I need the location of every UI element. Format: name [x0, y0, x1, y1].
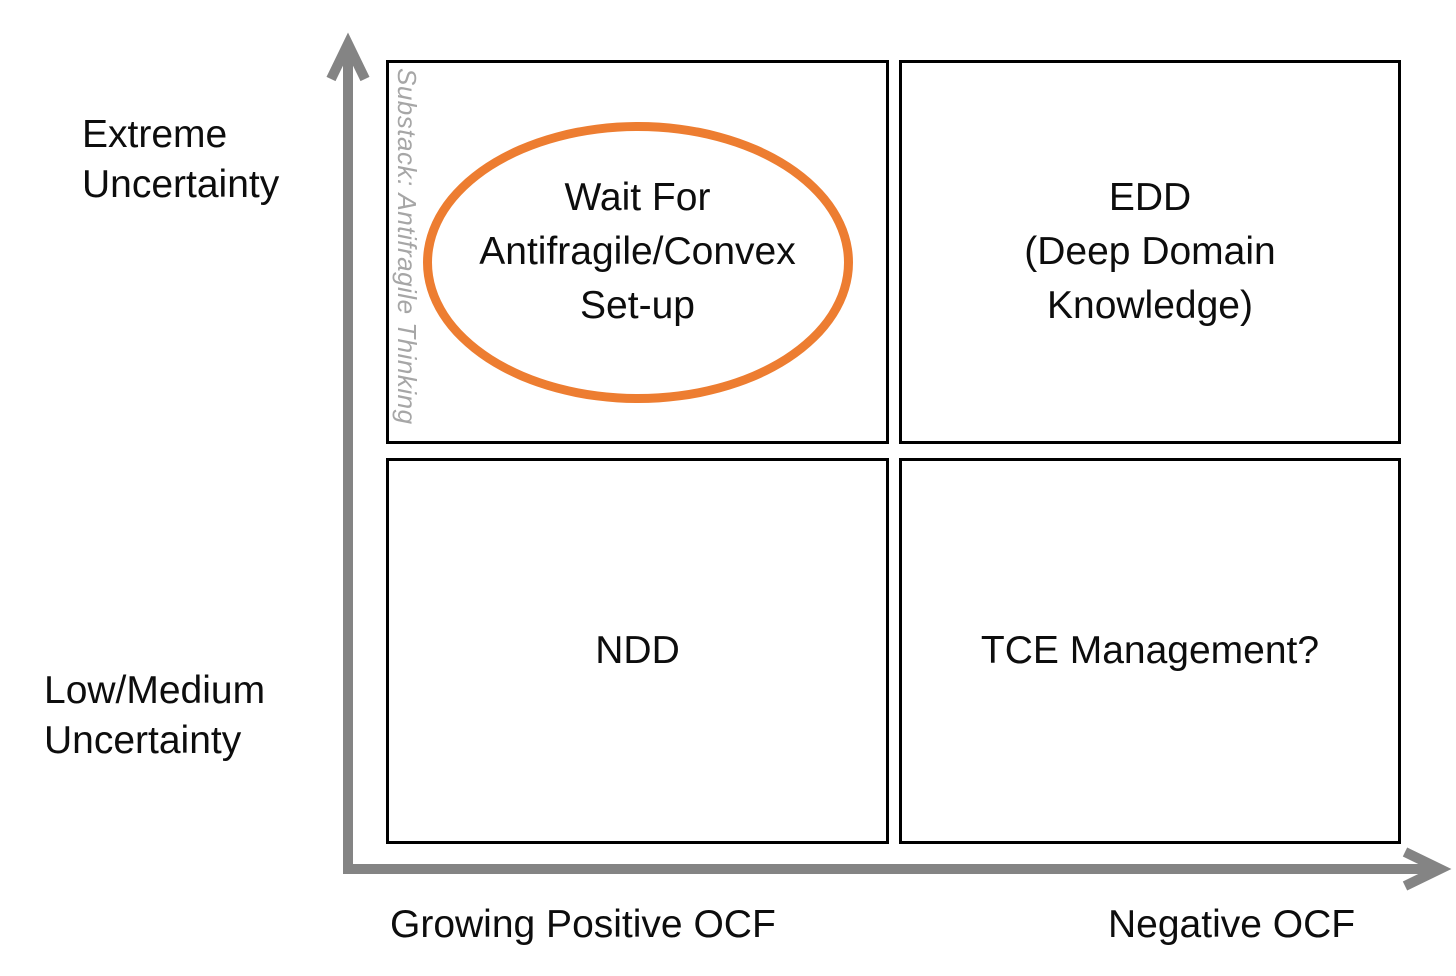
x-axis-arrowhead-icon [1402, 847, 1452, 891]
quadrant-bottom-right-label: TCE Management? [980, 629, 1320, 672]
quadrant-bottom-right: TCE Management? [899, 458, 1401, 844]
y-axis-arrowhead-icon [326, 32, 370, 82]
quadrant-top-right: EDD (Deep Domain Knowledge) [899, 60, 1401, 444]
y-axis-label-top: Extreme Uncertainty [82, 113, 280, 206]
x-axis-label-left: Growing Positive OCF [390, 903, 776, 946]
highlight-ellipse [423, 122, 853, 403]
watermark-text: Substack: Antifragile Thinking [392, 68, 422, 425]
quadrant-bottom-left-label: NDD [595, 629, 680, 672]
quadrant-top-left-label: Wait For Antifragile/Convex Set-up [479, 176, 796, 327]
y-axis-label-bottom: Low/Medium Uncertainty [44, 669, 266, 762]
quadrant-top-right-label: EDD (Deep Domain Knowledge) [1024, 176, 1276, 327]
quadrant-bottom-left: NDD [386, 458, 889, 844]
x-axis-label-right: Negative OCF [1108, 903, 1356, 946]
